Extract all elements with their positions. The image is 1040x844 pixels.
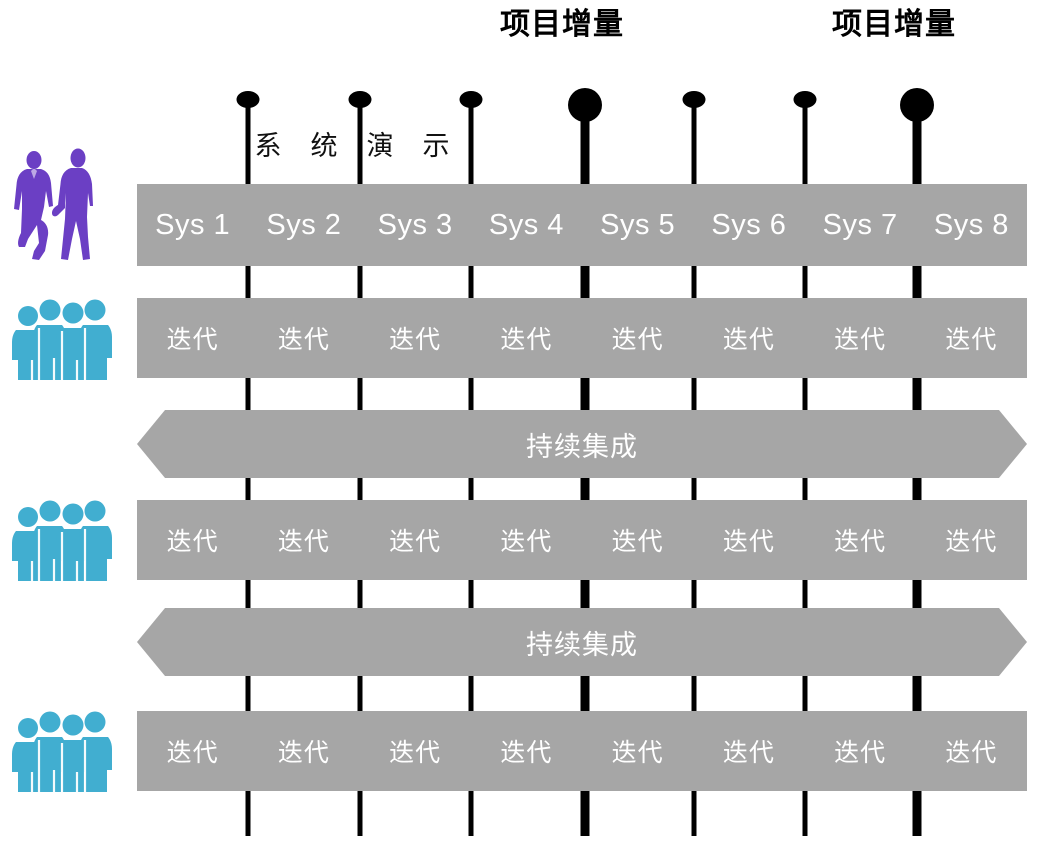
- iteration-cell[interactable]: 迭代: [166, 739, 219, 767]
- iteration-cell[interactable]: 迭代: [277, 326, 330, 354]
- stakeholders-icon: [8, 147, 112, 267]
- iteration-cell[interactable]: 迭代: [500, 739, 553, 767]
- demo-char-3: 演: [366, 131, 394, 161]
- system-row: Sys 1 Sys 2 Sys 3 Sys 4 Sys 5 Sys 6 Sys …: [137, 184, 1027, 266]
- milestone-head-icon: [682, 91, 706, 108]
- milestone-head-icon: [459, 91, 483, 108]
- iteration-cell[interactable]: 迭代: [834, 326, 887, 354]
- iteration-cell[interactable]: 迭代: [277, 528, 330, 556]
- iteration-cell[interactable]: 迭代: [722, 528, 775, 556]
- team-icon-1: [6, 296, 118, 382]
- team-icon-2: [6, 497, 118, 583]
- iteration-row-1: 迭代 迭代 迭代 迭代 迭代 迭代 迭代 迭代: [137, 298, 1027, 378]
- continuous-integration-bar-1[interactable]: 持续集成: [137, 410, 1027, 478]
- iteration-cell[interactable]: 迭代: [389, 326, 442, 354]
- demo-char-4: 示: [422, 131, 450, 161]
- iteration-cell[interactable]: 迭代: [611, 326, 664, 354]
- milestone-head-icon: [793, 91, 817, 108]
- system-demo-label: 系统演示: [240, 133, 464, 160]
- system-cell[interactable]: Sys 2: [266, 208, 342, 241]
- demo-char-1: 系: [254, 131, 282, 161]
- iteration-cell[interactable]: 迭代: [834, 528, 887, 556]
- milestone-head-icon: [236, 91, 260, 108]
- iteration-row-2: 迭代 迭代 迭代 迭代 迭代 迭代 迭代 迭代: [137, 500, 1027, 580]
- iteration-cell[interactable]: 迭代: [834, 739, 887, 767]
- iteration-cell[interactable]: 迭代: [500, 326, 553, 354]
- system-cell[interactable]: Sys 8: [933, 208, 1009, 241]
- iteration-cell[interactable]: 迭代: [166, 528, 219, 556]
- iteration-cell[interactable]: 迭代: [611, 528, 664, 556]
- iteration-row-3: 迭代 迭代 迭代 迭代 迭代 迭代 迭代 迭代: [137, 711, 1027, 791]
- system-cell[interactable]: Sys 6: [711, 208, 787, 241]
- system-cell[interactable]: Sys 7: [822, 208, 898, 241]
- system-cell[interactable]: Sys 4: [488, 208, 564, 241]
- iteration-cell[interactable]: 迭代: [945, 326, 998, 354]
- iteration-cell[interactable]: 迭代: [389, 528, 442, 556]
- continuous-integration-label: 持续集成: [526, 629, 638, 660]
- system-cell[interactable]: Sys 1: [155, 208, 231, 241]
- pi-title-1: 项目增量: [500, 8, 624, 41]
- milestone-head-icon: [348, 91, 372, 108]
- continuous-integration-label: 持续集成: [526, 431, 638, 462]
- iteration-cell[interactable]: 迭代: [945, 739, 998, 767]
- iteration-cell[interactable]: 迭代: [722, 739, 775, 767]
- system-cell[interactable]: Sys 5: [600, 208, 676, 241]
- iteration-cell[interactable]: 迭代: [277, 739, 330, 767]
- demo-char-2: 统: [310, 131, 338, 161]
- iteration-cell[interactable]: 迭代: [722, 326, 775, 354]
- pi-title-2: 项目增量: [832, 8, 956, 41]
- team-icon-3: [6, 708, 118, 794]
- iteration-cell[interactable]: 迭代: [611, 739, 664, 767]
- iteration-cell[interactable]: 迭代: [389, 739, 442, 767]
- iteration-cell[interactable]: 迭代: [500, 528, 553, 556]
- iteration-cell[interactable]: 迭代: [166, 326, 219, 354]
- continuous-integration-bar-2[interactable]: 持续集成: [137, 608, 1027, 676]
- iteration-cell[interactable]: 迭代: [945, 528, 998, 556]
- system-cell[interactable]: Sys 3: [377, 208, 453, 241]
